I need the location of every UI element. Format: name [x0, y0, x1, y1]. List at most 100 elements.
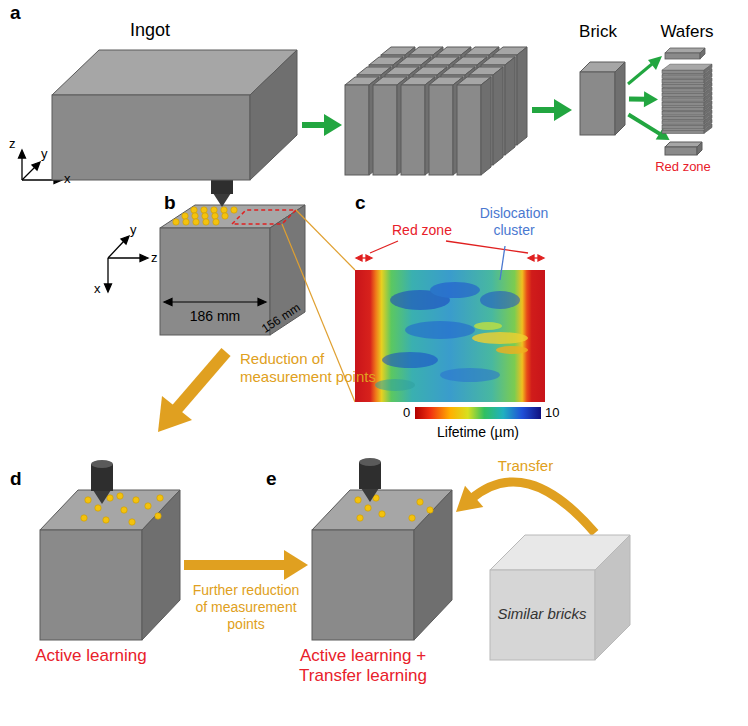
side-face [595, 535, 630, 660]
panel-letter: d [10, 468, 22, 491]
annotation: 10 [545, 405, 559, 421]
brick-shape [312, 490, 452, 640]
measurement-dot [203, 219, 209, 225]
front-face [52, 95, 250, 180]
measurement-dot [355, 497, 361, 503]
measurement-dot [365, 505, 371, 511]
measurement-dot [212, 213, 218, 219]
front-face [490, 570, 595, 660]
wafer [662, 93, 704, 96]
probe-top [359, 458, 381, 466]
measurement-dot [211, 207, 217, 213]
side-face [517, 47, 527, 145]
measurement-dot [155, 513, 161, 519]
panel-letter: b [164, 192, 176, 215]
brick-slice [457, 77, 491, 175]
brick-node: Similar bricks [490, 535, 630, 660]
front-face [429, 85, 453, 175]
front-face [345, 85, 369, 175]
side-face [481, 77, 491, 175]
measurement-dot [173, 219, 179, 225]
wafer [662, 79, 704, 82]
measurement-dot [117, 493, 123, 499]
arrow-head [456, 486, 483, 512]
wafer [662, 102, 704, 105]
brick-node: Ingot [52, 50, 297, 180]
measurement-dot [222, 213, 228, 219]
front-face [580, 72, 615, 135]
arrow-shaft [628, 114, 661, 134]
measurement-dot [145, 503, 151, 509]
front-face [401, 85, 425, 175]
brick-shape [490, 535, 630, 660]
side-face [250, 50, 297, 180]
arrow-head [644, 91, 658, 107]
measurement-dot [157, 495, 163, 501]
panel-letter: c [355, 192, 366, 215]
wafer [662, 112, 704, 115]
measurement-dot [85, 497, 91, 503]
annotation: Lifetime (µm) [428, 424, 528, 441]
measurement-dot [121, 507, 127, 513]
wafer [704, 64, 712, 73]
measurement-dot [379, 511, 385, 517]
brick-shape [52, 50, 297, 180]
brick-shape [662, 64, 712, 136]
flow-arrow [629, 91, 658, 107]
wafer [662, 116, 704, 119]
annotation: Dislocation cluster [468, 205, 560, 239]
measurement-dot [129, 519, 135, 525]
probe-tip [93, 490, 111, 504]
measurement-dot [193, 219, 199, 225]
node-heading: Similar bricks [490, 605, 594, 623]
measurement-dot [95, 505, 101, 511]
measurement-dot [191, 207, 197, 213]
measurement-dot [183, 219, 189, 225]
measurement-dot [107, 495, 113, 501]
measurement-dot [133, 497, 139, 503]
arrow-head [284, 550, 308, 580]
node-heading: Brick [566, 22, 630, 42]
measurement-dot [81, 515, 87, 521]
front-face [665, 147, 697, 155]
wafer [662, 125, 704, 128]
measurement-dot [417, 499, 423, 505]
front-face [40, 530, 142, 640]
flow-arrow [184, 550, 308, 580]
probe-tip [361, 488, 379, 502]
panel-letter: e [266, 468, 277, 491]
wafer [662, 89, 704, 92]
front-face [312, 530, 414, 640]
brick-node: Brick [580, 62, 625, 135]
edge-label: Further reduction of measurement points [187, 582, 305, 632]
brick-node: Red zone [665, 142, 702, 155]
measurement-dot [221, 207, 227, 213]
arrow-shaft [184, 560, 289, 570]
wafer [662, 98, 704, 101]
side-face [493, 67, 503, 165]
annotation: x [94, 281, 101, 297]
arrow-shaft [471, 482, 595, 533]
measurement-dot [213, 219, 219, 225]
wafer [662, 64, 712, 70]
measurement-dot [192, 213, 198, 219]
measurement-dot [231, 207, 237, 213]
annotation: 156 mm [256, 299, 306, 338]
brick-shape [665, 142, 702, 155]
brick-node: Wafers [662, 64, 712, 136]
measurement-dot [103, 517, 109, 523]
node-heading: Red zone [646, 159, 720, 175]
node-heading: Active learning [16, 646, 166, 666]
brick-node: Active learning + Transfer learning [312, 490, 452, 640]
front-face [373, 85, 397, 175]
measurement-dot [409, 515, 415, 521]
wafer [662, 121, 704, 124]
edge-label: Transfer [476, 457, 576, 475]
wafer [662, 84, 704, 87]
side-face [414, 490, 452, 640]
side-face [505, 57, 515, 155]
annotation: z [9, 136, 16, 152]
annotation: z [151, 250, 158, 266]
side-face [615, 62, 625, 135]
front-face [457, 85, 481, 175]
